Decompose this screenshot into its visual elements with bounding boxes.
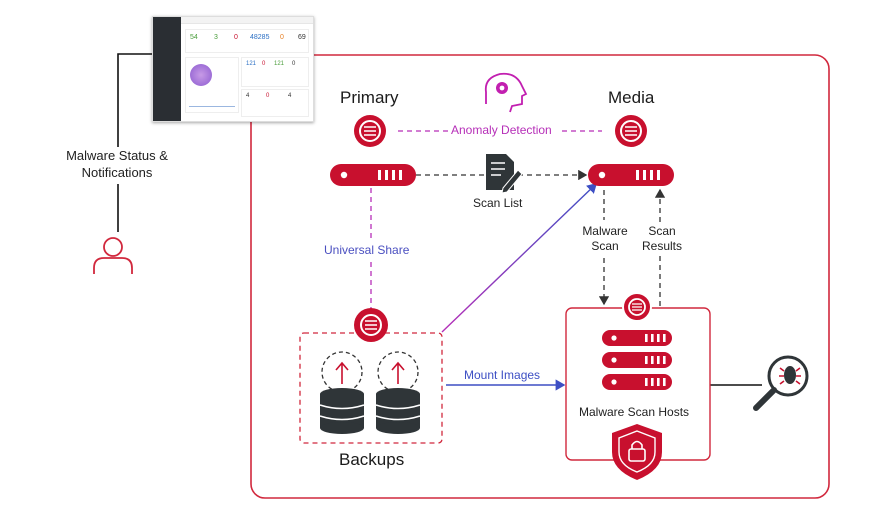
database-icon [319,351,365,434]
dashboard-stats-row: 121 0 121 0 [241,57,309,87]
stat-value: 0 [266,93,270,99]
media-label: Media [608,88,655,107]
line-chart [189,92,235,107]
primary-label: Primary [340,88,399,107]
notification-connector [117,53,152,150]
dashboard-topbar [181,17,313,24]
universal-share-label: Universal Share [324,243,410,257]
notifications-label: Malware Status & Notifications [48,147,186,181]
stat-value: 0 [292,61,296,67]
server-icon [602,330,672,346]
stat-value: 3 [214,34,218,41]
environment-frame [250,54,830,499]
dashboard-stats-row: 4 0 4 [241,89,309,117]
shield-lock-icon [612,424,662,480]
ai-brain-icon [484,72,528,113]
server-icon [602,374,672,390]
stat-value: 0 [234,34,238,41]
document-edit-icon [486,154,523,194]
stat-value: 121 [246,61,257,67]
stat-value: 121 [274,61,285,67]
dashboard-chart-panel [185,57,239,113]
sync-badge-icon [622,292,652,322]
backup-to-media-connector [441,183,598,333]
user-icon [93,237,133,274]
stat-value: 0 [262,61,266,67]
malware-scan-label-line1: Malware [582,224,628,238]
database-icon [375,351,421,434]
dashboard-screenshot: 54 3 0 48285 0 69 121 0 121 0 4 0 4 [152,16,314,122]
stat-value: 54 [190,34,198,41]
stat-value: 4 [288,93,292,99]
server-icon [602,352,672,368]
anomaly-detection-label: Anomaly Detection [451,123,552,137]
mount-images-label: Mount Images [464,368,541,382]
scan-results-label-line2: Results [641,239,682,253]
dashboard-stats-row: 54 3 0 48285 0 69 [185,29,309,53]
stat-value: 48285 [250,34,270,41]
scan-results-label-line1: Scan [648,224,676,238]
scan-list-label: Scan List [473,196,523,210]
server-icon [330,164,416,186]
stat-value: 69 [298,34,306,41]
sync-badge-icon [354,308,388,342]
notifications-label-line2: Notifications [81,165,153,180]
scan-hosts-label: Malware Scan Hosts [579,405,690,419]
sync-badge-icon [615,115,647,147]
bug-search-icon [753,355,809,411]
malware-scan-label-line2: Scan [591,239,619,253]
notifications-label-line1: Malware Status & [66,148,168,163]
donut-chart [190,64,212,86]
malware-scan-label: Malware Scan [578,224,632,254]
backups-label: Backups [339,450,405,469]
server-icon [588,164,674,186]
stat-value: 4 [246,93,250,99]
stat-value: 0 [280,34,284,41]
dashboard-sidebar [153,17,181,121]
sync-badge-icon [354,115,386,147]
scan-results-label: Scan Results [636,224,688,254]
